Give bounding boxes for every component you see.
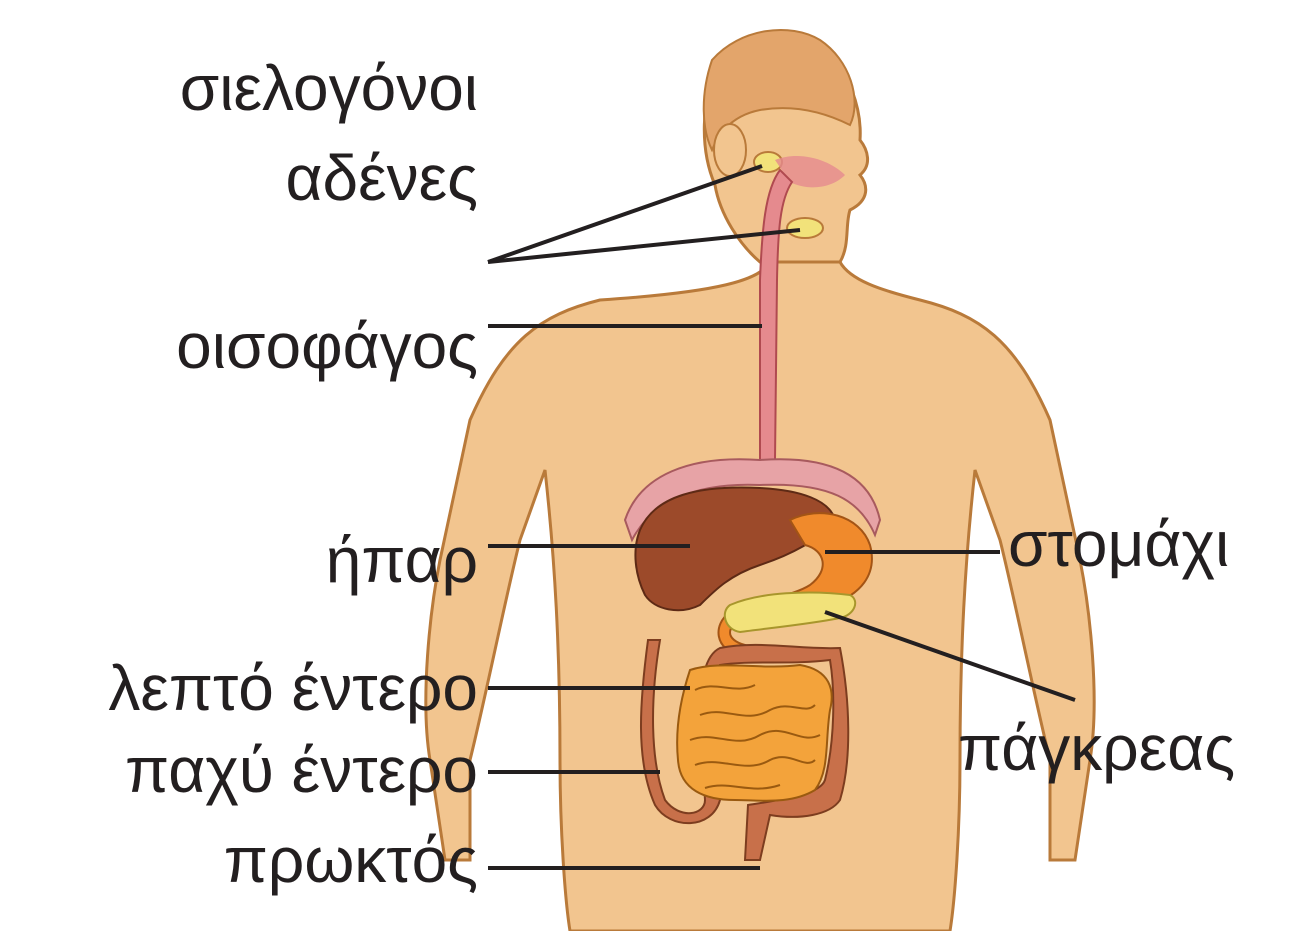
head: [704, 30, 868, 262]
label-small-intestine: λεπτό έντερο: [108, 656, 478, 720]
label-rectum: πρωκτός: [224, 828, 478, 892]
label-large-intestine: παχύ έντερο: [125, 738, 478, 802]
submandibular-gland: [787, 218, 823, 238]
label-esophagus: οισοφάγος: [176, 314, 478, 378]
small-intestine-organ: [677, 665, 832, 801]
label-salivary-glands-line1: σιελογόνοι: [180, 56, 478, 120]
label-stomach: στομάχι: [1008, 512, 1229, 576]
label-pancreas: πάγκρεας: [958, 716, 1235, 780]
label-liver: ήπαρ: [326, 528, 478, 592]
label-salivary-glands-line2: αδένες: [285, 146, 478, 210]
